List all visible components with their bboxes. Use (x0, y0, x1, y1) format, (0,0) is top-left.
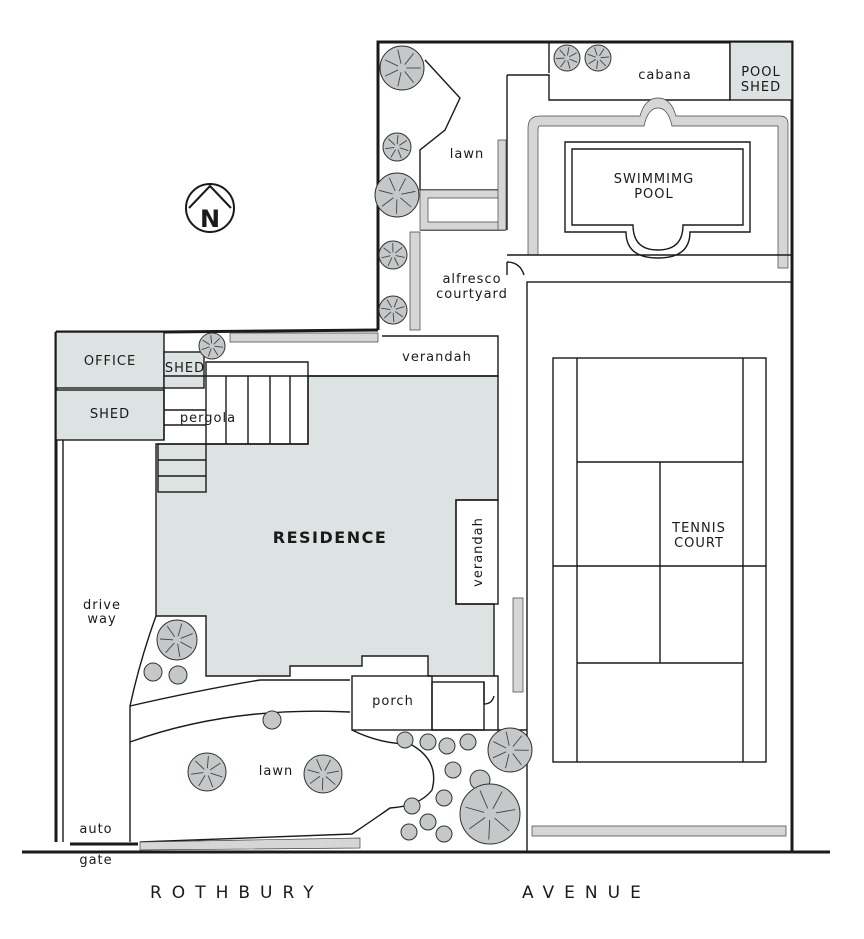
label-driveway-1: drive (83, 598, 121, 613)
tree-icon (584, 44, 612, 72)
label-pergola: pergola (180, 411, 236, 426)
tree-icon (444, 761, 462, 779)
north-label: N (200, 205, 220, 233)
tennis-court (512, 281, 793, 853)
label-tennis-1: TENNIS (671, 521, 726, 536)
label-alfresco-2: courtyard (436, 287, 508, 302)
tree-icon (459, 783, 521, 845)
tree-icon (168, 665, 188, 685)
tree-icon (379, 45, 425, 91)
label-tennis-2: COURT (674, 536, 724, 551)
tree-icon (187, 752, 227, 792)
swimming-pool (564, 141, 751, 259)
tree-icon (198, 332, 226, 360)
label-pool-shed-1: POOL (741, 65, 781, 80)
label-verandah-top: verandah (402, 350, 472, 365)
residence (155, 335, 527, 731)
driveway-lawn (129, 615, 435, 851)
office (55, 331, 165, 389)
label-shed: SHED (90, 407, 130, 422)
label-pool-shed-2: SHED (741, 80, 781, 95)
tree-icon (553, 44, 581, 72)
label-verandah-side: verandah (471, 517, 486, 587)
label-cabana: cabana (638, 68, 692, 83)
tree-icon (303, 754, 343, 794)
label-pool-2: POOL (634, 187, 674, 202)
tree-icon (487, 727, 533, 773)
label-auto: auto (79, 822, 112, 837)
tree-icon (419, 733, 437, 751)
label-gate: gate (79, 853, 112, 868)
label-residence: RESIDENCE (273, 528, 388, 547)
tree-icon (374, 172, 420, 218)
label-driveway-2: way (87, 612, 116, 627)
trees (143, 44, 612, 845)
north-arrow: N (185, 183, 235, 233)
tree-icon (378, 295, 408, 325)
tree-icon (396, 731, 414, 749)
tree-icon (156, 619, 198, 661)
tree-icon (438, 737, 456, 755)
tree-icon (400, 823, 418, 841)
top-lawn-area (409, 59, 507, 331)
label-lawn-top: lawn (450, 147, 484, 162)
street-name-2: AVENUE (522, 883, 651, 903)
shed-small (163, 351, 205, 389)
tree-icon (435, 789, 453, 807)
tree-icon (378, 240, 408, 270)
label-shed-small: SHED (165, 361, 205, 376)
tree-icon (143, 662, 163, 682)
label-office: OFFICE (84, 354, 136, 369)
pool-shed (729, 41, 793, 101)
pool-area (506, 41, 793, 276)
tree-icon (403, 797, 421, 815)
street-name-1: ROTHBURY (150, 883, 324, 903)
tree-icon (435, 825, 453, 843)
label-alfresco-1: alfresco (442, 272, 501, 287)
tree-icon (382, 132, 412, 162)
tree-icon (262, 710, 282, 730)
tree-icon (419, 813, 437, 831)
label-lawn-bottom: lawn (259, 764, 293, 779)
tree-icon (459, 733, 477, 751)
label-porch: porch (372, 694, 414, 709)
label-pool-1: SWIMMIMG (614, 172, 695, 187)
